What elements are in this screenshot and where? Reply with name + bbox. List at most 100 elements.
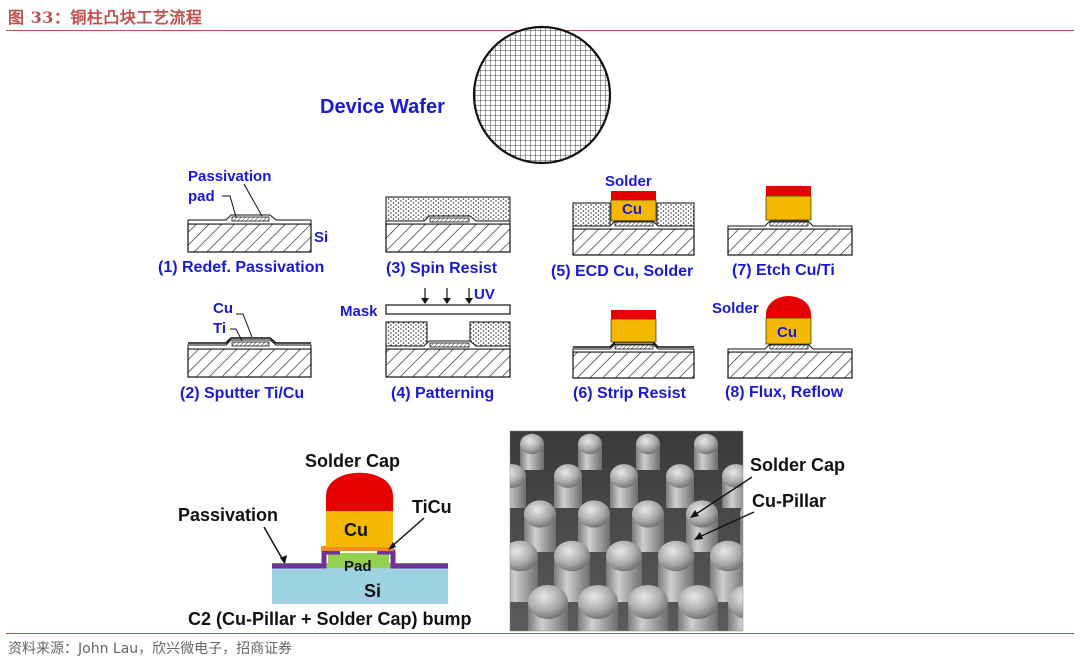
step-7-caption: (7) Etch Cu/Ti <box>732 262 835 279</box>
sem-annotations: Solder Cap Cu-Pillar <box>690 455 845 540</box>
bond-pad <box>231 216 270 222</box>
sem-pillar-cap <box>728 585 743 619</box>
step-2-sputter: Cu Ti (2) Sputter Ti/Cu <box>180 300 312 402</box>
step-8-reflow: Solder Cu (8) Flux, Reflow <box>712 296 853 401</box>
step-6-strip-resist: (6) Strip Resist <box>572 310 695 402</box>
uv-arrow-icon <box>421 298 429 304</box>
silicon-substrate <box>187 223 312 253</box>
sem-pillar-cap <box>578 500 610 528</box>
sem-pillar-cap <box>710 540 743 572</box>
step-6-caption: (6) Strip Resist <box>573 385 687 402</box>
figure-title: 图 33：铜柱凸块工艺流程 <box>8 8 203 27</box>
sem-pillar-cap <box>632 500 664 528</box>
sem-solder-cap-label: Solder Cap <box>750 455 845 475</box>
step-7-etch: (7) Etch Cu/Ti <box>727 186 853 279</box>
sem-pillar-cap <box>554 540 590 572</box>
c2-bump-cross-section: Solder Cap Cu TiCu Passivation Pad Si C2… <box>178 451 472 629</box>
photomask <box>385 304 511 315</box>
step-4-patterning: UV Mask (4) Patterning <box>340 286 511 402</box>
leader-line <box>222 195 237 218</box>
sem-pillar-cap <box>628 585 668 619</box>
bond-pad <box>614 221 654 227</box>
sem-pillar-cap <box>524 500 556 528</box>
silicon-substrate <box>727 228 853 256</box>
step-1-redefine-passivation: Passivation pad Si (1) Redef. Passivatio… <box>158 168 328 276</box>
solder-cap <box>326 472 393 511</box>
sem-pillar-cap <box>554 464 582 488</box>
silicon-substrate <box>385 223 511 253</box>
cu-label: Cu <box>777 324 797 341</box>
silicon-die <box>272 568 448 604</box>
sem-pillar-cap <box>606 540 642 572</box>
bond-pad <box>231 341 270 347</box>
sem-pillar-cap <box>528 585 568 619</box>
silicon-substrate <box>727 351 853 379</box>
sem-pillar-cap <box>578 433 602 455</box>
passivation-label: Passivation <box>188 168 271 185</box>
bond-pad <box>769 344 809 350</box>
arrow-icon <box>280 555 287 564</box>
sem-micrograph <box>509 430 744 632</box>
solder-layer <box>611 310 656 319</box>
si-label: Si <box>314 229 328 246</box>
bond-pad <box>429 217 470 223</box>
wafer-grid <box>474 27 610 163</box>
solder-label: Solder <box>605 173 652 190</box>
pad-label: Pad <box>344 558 372 575</box>
leader-line <box>236 313 253 338</box>
step-5-caption: (5) ECD Cu, Solder <box>551 263 693 280</box>
ticu-label: TiCu <box>412 497 452 517</box>
bond-pad <box>614 344 654 350</box>
step-4-caption: (4) Patterning <box>391 385 494 402</box>
cu-label: Cu <box>213 300 233 317</box>
step-3-spin-resist: (3) Spin Resist <box>385 196 511 277</box>
wafer-label: Device Wafer <box>320 96 445 118</box>
sem-pillar-cap <box>722 464 743 488</box>
copper-pillar <box>765 195 812 221</box>
step-5-ecd: Solder Cu (5) ECD Cu, Solder <box>551 173 695 280</box>
sem-pillar-cap <box>666 464 694 488</box>
sem-pillar-cap <box>520 433 544 455</box>
solder-layer <box>611 191 656 200</box>
sem-pillar-cap <box>658 540 694 572</box>
silicon-substrate <box>187 348 312 378</box>
source-note: 资料来源：John Lau，欣兴微电子，招商证券 <box>8 641 293 657</box>
silicon-substrate <box>385 348 511 378</box>
silicon-substrate <box>572 351 695 379</box>
wafer-outline <box>472 25 612 165</box>
sem-pillar-cap <box>610 464 638 488</box>
sem-pillar-cap <box>510 464 526 488</box>
photoresist-right <box>469 321 511 347</box>
silicon-substrate <box>572 228 695 256</box>
ti-label: Ti <box>213 320 226 337</box>
mask-label: Mask <box>340 303 378 320</box>
step-1-caption: (1) Redef. Passivation <box>158 259 324 276</box>
step-8-caption: (8) Flux, Reflow <box>725 384 844 401</box>
sem-pillar-cap <box>510 540 538 572</box>
arrow-icon <box>690 510 699 518</box>
sem-cu-pillar-label: Cu-Pillar <box>752 491 826 511</box>
passivation-layer <box>272 549 340 569</box>
sem-pillar <box>740 514 743 552</box>
pad-label: pad <box>188 188 215 205</box>
photoresist-left <box>572 202 611 228</box>
uv-arrow-icon <box>465 298 473 304</box>
photoresist-left <box>385 321 428 347</box>
cu-label: Cu <box>344 520 368 540</box>
sem-pillar-cap <box>578 585 618 619</box>
source-divider <box>6 633 1074 634</box>
cu-label: Cu <box>622 201 642 218</box>
solder-label: Solder <box>712 300 759 317</box>
uv-arrow-icon <box>443 298 451 304</box>
copper-pillar <box>326 511 393 547</box>
passivation-layer <box>377 549 448 569</box>
sem-pillar-cap <box>636 433 660 455</box>
sem-pillar-cap <box>686 500 718 528</box>
bond-pad <box>769 221 809 227</box>
copper-pillar <box>610 318 657 343</box>
c2-caption: C2 (Cu-Pillar + Solder Cap) bump <box>188 609 472 629</box>
sem-pillar-cap <box>678 585 718 619</box>
solder-cap-label: Solder Cap <box>305 451 400 471</box>
step-2-caption: (2) Sputter Ti/Cu <box>180 385 304 402</box>
